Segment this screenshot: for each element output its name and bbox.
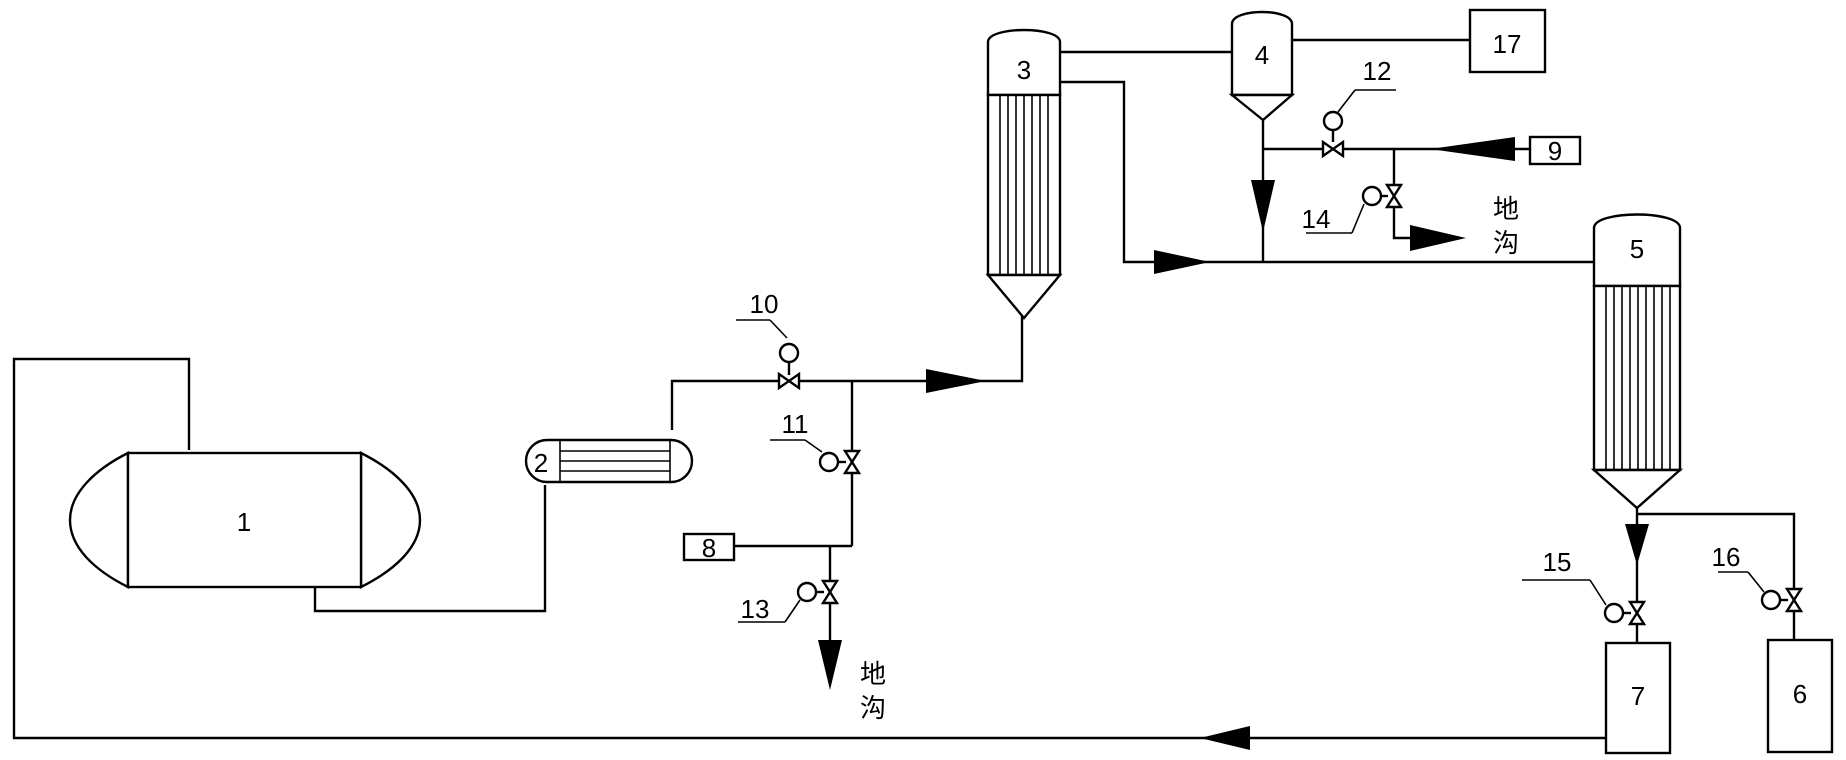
arrow-down-drain-a [818,640,842,690]
pipe-branch-valve14 [1392,149,1410,240]
box-8: 8 [682,532,736,563]
tank-7: 7 [1604,641,1672,755]
pipe-column3-to-column5 [1060,80,1594,264]
label-3: 3 [1017,55,1031,85]
return-pipe [12,357,1606,740]
arrow-down-tank4 [1251,180,1275,232]
arrow-right-to-column3 [926,369,986,393]
label-6: 6 [1793,679,1807,709]
drain-label-a: 地 沟 [860,659,886,723]
drain-b-char-1: 地 [1493,194,1519,224]
label-5: 5 [1630,234,1644,264]
arrow-left-return [1200,726,1250,750]
valve-16[interactable]: 16 [1712,542,1804,613]
label-4: 4 [1255,40,1269,70]
tank-4: 4 [1228,10,1296,122]
column-5: 5 [1590,213,1684,510]
label-7: 7 [1631,681,1645,711]
valve-label-13: 13 [741,594,770,624]
tank-6: 6 [1766,638,1834,754]
valve-14[interactable]: 14 [1302,183,1404,234]
flow-arrows [818,137,1649,750]
valve-12[interactable]: 12 [1321,56,1396,159]
arrow-left-from-unit9 [1430,137,1515,161]
box-17: 17 [1468,8,1547,74]
valve-15[interactable]: 15 [1522,547,1647,626]
arrow-right-to-column5 [1154,250,1210,274]
column-3: 3 [985,28,1063,320]
tank-1: 1 [68,451,422,589]
drain-a-char-2: 沟 [860,693,886,723]
valve-label-16: 16 [1712,542,1741,572]
pipe-column5-outlet [1637,512,1796,640]
valve-label-10: 10 [750,289,779,319]
label-17: 17 [1493,29,1522,59]
valve-label-11: 11 [782,409,809,439]
drain-a-char-1: 地 [860,659,886,689]
arrow-right-drain-b [1410,225,1466,251]
drain-b-char-2: 沟 [1493,228,1519,258]
arrow-down-column5 [1625,524,1649,565]
label-1: 1 [237,507,251,537]
valve-label-12: 12 [1363,56,1392,86]
label-8: 8 [702,533,716,563]
drain-label-b: 地 沟 [1493,194,1519,258]
pipe-exchanger2-to-column3 [670,308,1024,430]
label-2: 2 [534,448,548,478]
valve-10[interactable]: 10 [736,289,801,391]
box-9: 9 [1528,135,1582,166]
pipes [12,38,1796,740]
label-9: 9 [1548,136,1562,166]
valve-11[interactable]: 11 [770,409,862,475]
heat-exchanger-2: 2 [524,438,694,484]
pipe-tank1-to-exchanger2 [313,485,547,613]
valve-label-15: 15 [1543,547,1572,577]
valve-label-14: 14 [1302,204,1331,234]
valve-13[interactable]: 13 [738,579,840,624]
